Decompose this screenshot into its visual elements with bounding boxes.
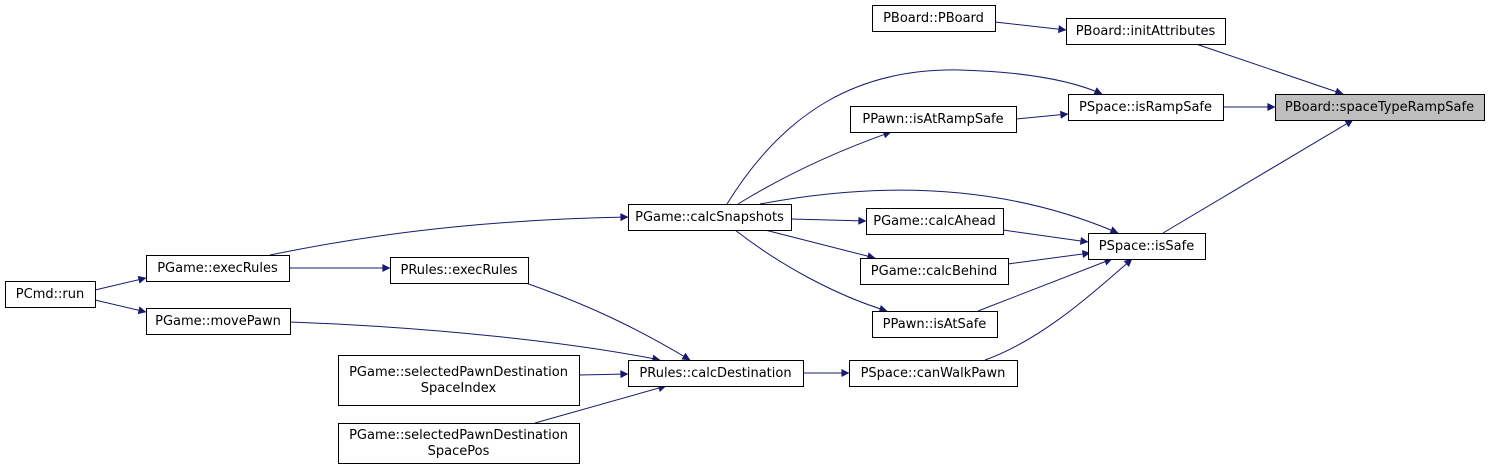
node-label: PSpace::isSafe (1099, 239, 1194, 254)
node-label: PBoard::spaceTypeRampSafe (1285, 100, 1474, 115)
node-label: SpacePos (428, 444, 490, 459)
node-pgame-calcahead[interactable]: PGame::calcAhead (866, 208, 1004, 235)
node-box (1275, 94, 1485, 121)
node-label: PSpace::isRampSafe (1079, 100, 1212, 115)
node-box (860, 258, 1009, 285)
edge-pgame-calcbehind-to-pspace-issafe (1007, 250, 1091, 265)
nodes-layer: PBoard::PBoardPBoard::initAttributesPBoa… (5, 5, 1485, 464)
edge-pboard-pboard-to-pboard-initattributes (994, 21, 1067, 34)
node-label: PBoard::PBoard (883, 11, 984, 26)
node-pcmd-run[interactable]: PCmd::run (5, 281, 96, 308)
node-pspace-isrampsafe[interactable]: PSpace::isRampSafe (1068, 94, 1224, 121)
node-pspace-canwalkpawn[interactable]: PSpace::canWalkPawn (849, 360, 1018, 387)
edge-pcmd-run-to-pgame-execrules (94, 275, 147, 291)
node-box (1068, 94, 1224, 121)
edge-pspace-issafe-to-pboard-spacetyperampsafe (1162, 119, 1354, 234)
node-label: PGame::calcSnapshots (635, 210, 784, 225)
edge-pgame-calcsnapshots-to-pgame-calcbehind (764, 229, 876, 261)
node-box (866, 208, 1004, 235)
node-box (872, 5, 996, 32)
node-label: PGame::calcBehind (871, 264, 997, 279)
node-pspace-issafe[interactable]: PSpace::isSafe (1088, 233, 1206, 260)
node-pgame-calcbehind[interactable]: PGame::calcBehind (860, 258, 1009, 285)
node-box (338, 355, 580, 406)
edge-pboard-initattributes-to-pboard-spacetyperampsafe (1195, 43, 1344, 96)
node-ppawn-isatrampsafe[interactable]: PPawn::isAtRampSafe (850, 106, 1017, 133)
node-label: PCmd::run (16, 287, 84, 302)
node-label: PGame::selectedPawnDestination (349, 428, 568, 443)
node-box (850, 106, 1017, 133)
node-box (628, 360, 804, 387)
node-label: PRules::calcDestination (639, 366, 791, 381)
node-pgame-movepawn[interactable]: PGame::movePawn (146, 308, 291, 335)
edge-pgame-calcsnapshots-to-pgame-calcahead (790, 216, 867, 225)
edge-pgame-execrules-to-pgame-calcsnapshots (269, 213, 629, 256)
edge-prules-execrules-to-prules-calcdestination (519, 280, 691, 361)
edge-pgame-selectedpawndestinationspaceindex-to-prules-calcdestination (578, 370, 629, 379)
node-box (146, 255, 290, 282)
node-label: PPawn::isAtSafe (883, 317, 987, 332)
node-box (849, 360, 1018, 387)
node-ppawn-isatsafe[interactable]: PPawn::isAtSafe (872, 311, 998, 338)
edge-pgame-calcsnapshots-to-pspace-isrampsafe (726, 69, 1103, 205)
node-box (390, 257, 529, 284)
node-box (5, 281, 96, 308)
edge-pcmd-run-to-pgame-movepawn (94, 299, 147, 315)
node-label: PPawn::isAtRampSafe (862, 112, 1003, 127)
node-pgame-execrules[interactable]: PGame::execRules (146, 255, 290, 282)
edge-pspace-canwalkpawn-to-pspace-issafe (984, 258, 1133, 361)
edge-pgame-calcsnapshots-to-ppawn-isatsafe (734, 229, 888, 313)
node-pgame-calcsnapshots[interactable]: PGame::calcSnapshots (628, 204, 792, 231)
node-pboard-pboard[interactable]: PBoard::PBoard (872, 5, 996, 32)
node-label: PRules::execRules (401, 263, 518, 278)
edge-pgame-movepawn-to-prules-calcdestination (289, 321, 661, 363)
node-box (338, 423, 580, 464)
node-label: PGame::movePawn (155, 314, 281, 329)
node-prules-execrules[interactable]: PRules::execRules (390, 257, 529, 284)
node-pboard-spacetyperampsafe[interactable]: PBoard::spaceTypeRampSafe (1275, 94, 1485, 121)
node-box (146, 308, 291, 335)
node-label: PGame::calcAhead (873, 214, 996, 229)
node-box (872, 311, 998, 338)
node-label: PGame::selectedPawnDestination (349, 365, 568, 380)
edge-pgame-selectedpawndestinationspacepos-to-prules-calcdestination (534, 384, 667, 424)
node-label: PSpace::canWalkPawn (861, 366, 1006, 381)
edge-ppawn-isatsafe-to-pspace-issafe (977, 258, 1113, 312)
node-pboard-initattributes[interactable]: PBoard::initAttributes (1066, 18, 1226, 45)
node-label: PBoard::initAttributes (1076, 24, 1216, 39)
node-label: SpaceIndex (421, 381, 497, 396)
node-prules-calcdestination[interactable]: PRules::calcDestination (628, 360, 804, 387)
node-box (1066, 18, 1226, 45)
node-box (628, 204, 792, 231)
node-label: PGame::execRules (157, 261, 278, 276)
edge-pgame-calcahead-to-pspace-issafe (1002, 229, 1089, 245)
edge-ppawn-isatrampsafe-to-pspace-isrampsafe (1015, 110, 1069, 120)
edges-layer (94, 21, 1354, 424)
node-box (1088, 233, 1206, 260)
edge-pgame-calcsnapshots-to-pspace-issafe (759, 189, 1119, 234)
edge-pgame-calcsnapshots-to-ppawn-isatrampsafe (737, 130, 892, 205)
